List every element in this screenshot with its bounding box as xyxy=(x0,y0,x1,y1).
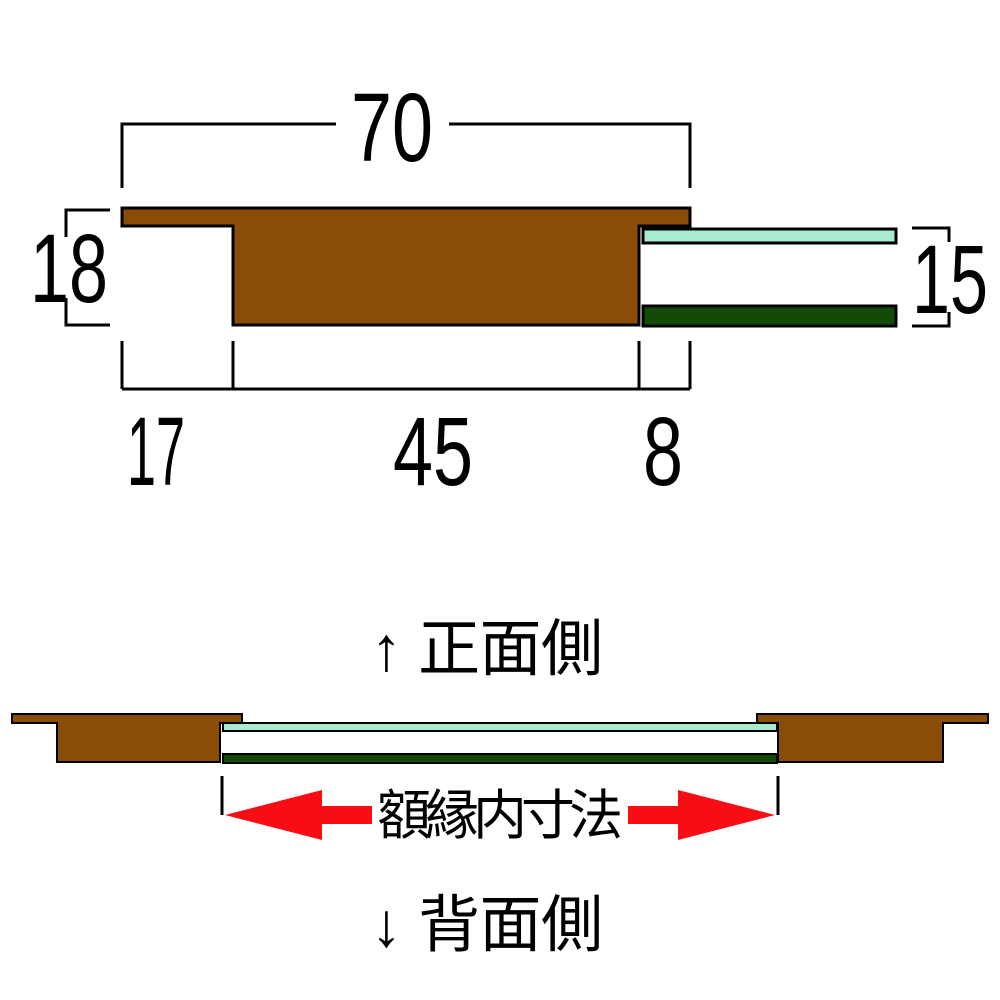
dim-line-segments xyxy=(120,341,692,391)
dim-bracket-height-15 xyxy=(912,226,951,328)
frame-piece-right xyxy=(756,713,989,763)
dim-label-height-18: 18 xyxy=(30,214,108,323)
inner-dim-arrow-right xyxy=(628,790,775,840)
back-side-label: ↓ 背面側 xyxy=(371,891,603,960)
dim-label-height-15: 15 xyxy=(912,225,988,334)
frame-profile-shape xyxy=(120,206,692,327)
dim-line-width-70 xyxy=(120,122,692,188)
front-side-label: ↑ 正面側 xyxy=(371,615,603,684)
inner-dim-label: 額縁内寸法 xyxy=(377,786,623,846)
glass-panel xyxy=(222,722,778,732)
inner-dim-arrow-left xyxy=(225,790,372,840)
dim-label-seg-17: 17 xyxy=(127,397,185,506)
frame-piece-left xyxy=(11,713,243,763)
dim-label-width-70: 70 xyxy=(351,73,433,182)
backing-board-strip xyxy=(641,304,898,328)
dim-label-seg-45: 45 xyxy=(393,397,473,506)
backing-panel xyxy=(222,753,778,764)
glass-strip xyxy=(641,227,898,245)
top-cross-section: 70 18 15 17 45 8 xyxy=(30,73,988,506)
dim-bracket-height-18 xyxy=(64,208,110,327)
dim-label-seg-8: 8 xyxy=(643,397,683,506)
bottom-cross-section: 額縁内寸法 xyxy=(11,713,989,846)
inner-dim-ticks xyxy=(220,776,780,815)
